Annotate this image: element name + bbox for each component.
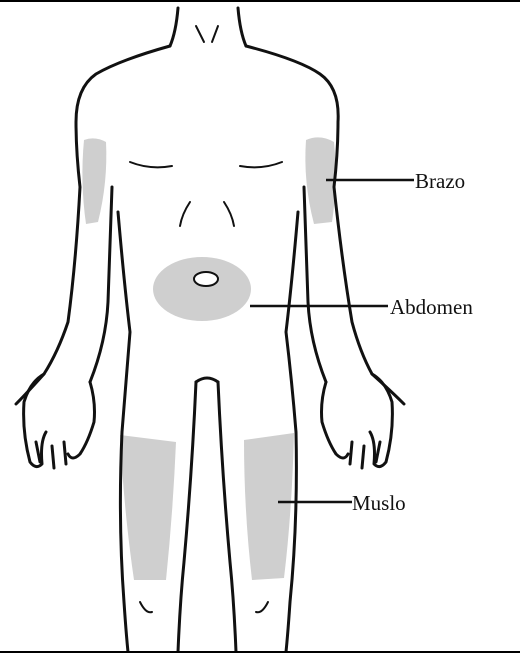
body-outline (16, 8, 404, 651)
thigh-label: Muslo (352, 491, 406, 515)
arm-label: Brazo (415, 169, 465, 193)
abdomen-label: Abdomen (390, 295, 473, 319)
abdomen-area (153, 257, 251, 321)
navel (194, 272, 218, 286)
right-arm-area (82, 138, 106, 224)
right-thigh-area (120, 435, 176, 580)
left-thigh-area (244, 433, 294, 580)
